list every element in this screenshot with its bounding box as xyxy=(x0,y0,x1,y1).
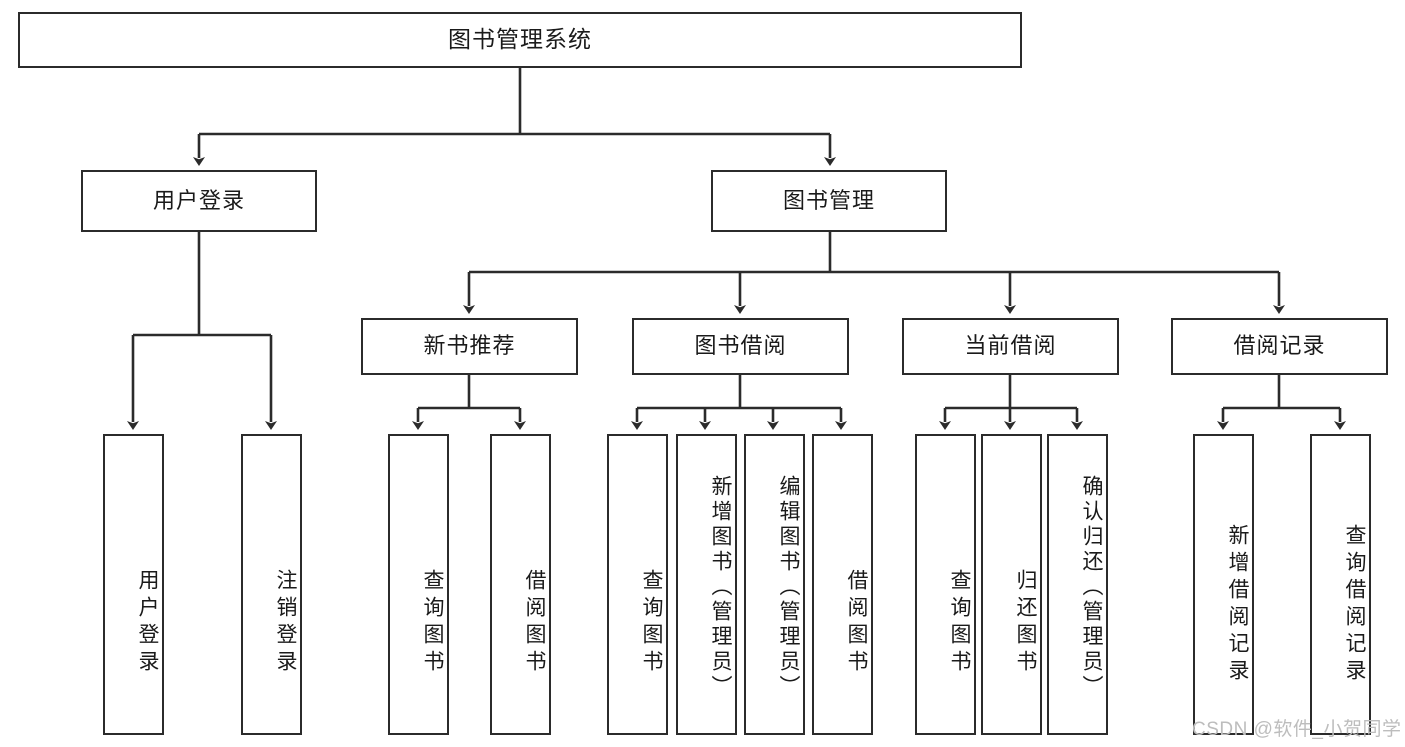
leaf-add-borrow-record[interactable]: 新增借阅记录 xyxy=(1193,434,1254,735)
node-label: 新书推荐 xyxy=(423,333,516,359)
node-label: 当前借阅 xyxy=(964,333,1057,359)
leaf-add-book-admin[interactable]: 新增图书（管理员） xyxy=(676,434,737,735)
leaf-query-book-recommend[interactable]: 查询图书 xyxy=(388,434,449,735)
leaf-confirm-return-admin[interactable]: 确认归还（管理员） xyxy=(1047,434,1108,735)
node-label: 注销登录 xyxy=(274,568,297,677)
leaf-borrow-book[interactable]: 借阅图书 xyxy=(812,434,873,735)
node-label: 查询图书 xyxy=(640,568,663,677)
node-label: 查询图书 xyxy=(948,568,971,677)
node-label: 确认归还（管理员） xyxy=(1080,475,1103,700)
watermark: CSDN @软件_小贺同学 xyxy=(1192,719,1402,740)
node-label: 用户登录 xyxy=(136,568,159,677)
node-label: 借阅图书 xyxy=(523,568,546,677)
node-label: 用户登录 xyxy=(152,187,245,213)
node-label: 图书借阅 xyxy=(694,333,787,359)
node-label: 查询借阅记录 xyxy=(1343,523,1366,686)
node-label: 图书管理 xyxy=(782,187,875,213)
node-current-borrow[interactable]: 当前借阅 xyxy=(902,318,1119,375)
node-label: 编辑图书（管理员） xyxy=(777,475,800,700)
leaf-borrow-book-recommend[interactable]: 借阅图书 xyxy=(490,434,551,735)
node-label: 借阅记录 xyxy=(1233,333,1326,359)
node-root-system[interactable]: 图书管理系统 xyxy=(18,12,1022,68)
node-label: 图书管理系统 xyxy=(448,26,592,53)
node-user-login[interactable]: 用户登录 xyxy=(81,170,317,232)
leaf-logout-login[interactable]: 注销登录 xyxy=(241,434,302,735)
leaf-user-login[interactable]: 用户登录 xyxy=(103,434,164,735)
node-label: 查询图书 xyxy=(421,568,444,677)
leaf-edit-book-admin[interactable]: 编辑图书（管理员） xyxy=(744,434,805,735)
leaf-return-book[interactable]: 归还图书 xyxy=(981,434,1042,735)
node-new-book-recommend[interactable]: 新书推荐 xyxy=(361,318,578,375)
node-label: 新增图书（管理员） xyxy=(709,475,732,700)
leaf-query-borrow-record[interactable]: 查询借阅记录 xyxy=(1310,434,1371,735)
node-book-borrow[interactable]: 图书借阅 xyxy=(632,318,849,375)
node-label: 借阅图书 xyxy=(845,568,868,677)
leaf-query-book-current[interactable]: 查询图书 xyxy=(915,434,976,735)
node-label: 新增借阅记录 xyxy=(1226,523,1249,686)
leaf-query-book-borrow[interactable]: 查询图书 xyxy=(607,434,668,735)
node-label: 归还图书 xyxy=(1014,568,1037,677)
node-book-manage[interactable]: 图书管理 xyxy=(711,170,947,232)
node-borrow-record[interactable]: 借阅记录 xyxy=(1171,318,1388,375)
